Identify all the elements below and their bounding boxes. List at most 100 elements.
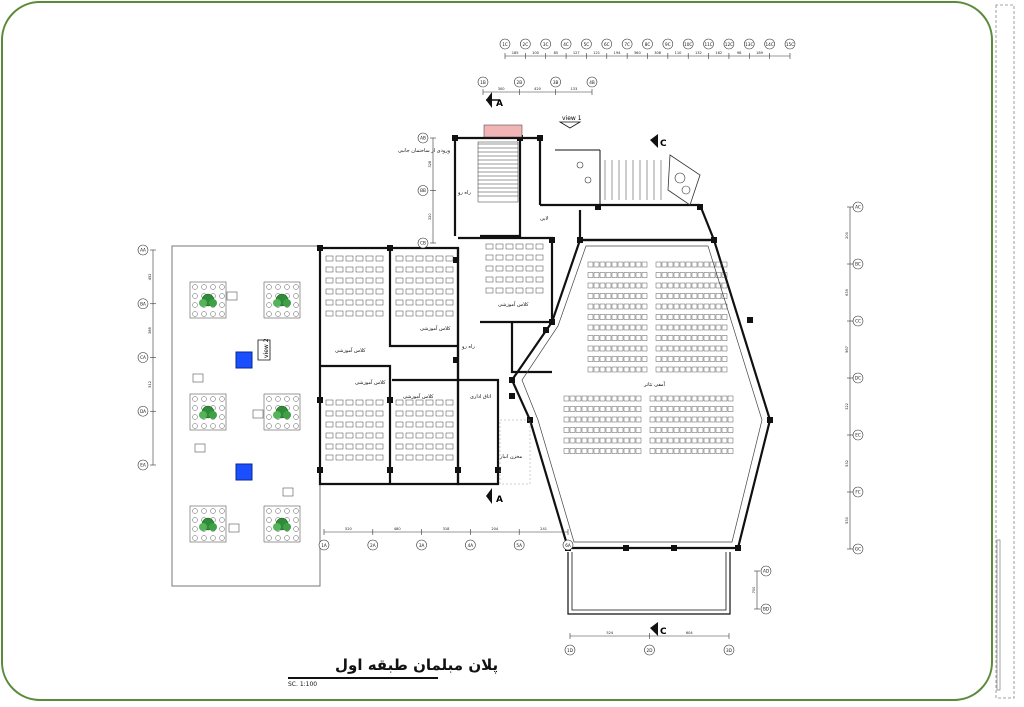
amphitheater-seat: [703, 437, 710, 444]
classroom-seat: [355, 288, 364, 295]
courtyard-stool: [201, 396, 207, 402]
amphitheater-seat: [611, 324, 618, 331]
amphitheater-seat: [617, 335, 624, 341]
amphitheater-seat: [715, 395, 722, 402]
amphitheater-seat: [685, 427, 692, 433]
grid-bubble: [137, 298, 149, 310]
amphitheater-seat: [703, 395, 710, 402]
structural-column: [595, 204, 601, 210]
classroom-seat: [435, 277, 444, 284]
amphitheater-seat: [691, 427, 698, 433]
amphitheater-seat: [587, 261, 594, 268]
classroom-seat: [445, 277, 454, 284]
amphitheater-seat: [617, 272, 624, 278]
amphitheater-seat: [635, 314, 642, 320]
amphitheater-seat: [691, 345, 698, 352]
amphitheater-seat: [709, 416, 716, 423]
grid-bubble: [520, 38, 531, 50]
classroom-seat: [395, 410, 404, 417]
classroom-seat: [525, 287, 534, 294]
amphitheater-seat: [605, 448, 612, 454]
amphitheater-seat: [635, 416, 642, 423]
classroom-seat: [395, 266, 404, 273]
amphitheater-seat: [587, 356, 594, 362]
amphitheater-seat: [715, 448, 722, 454]
amphitheater-row: [649, 437, 734, 444]
amphitheater-seat: [709, 406, 716, 412]
amphitheater-seat: [697, 282, 704, 289]
grid-label-top: 7C: [624, 42, 630, 47]
courtyard-stool: [219, 405, 225, 411]
dimension-value: 200: [845, 231, 849, 239]
amphitheater-seat: [575, 437, 582, 444]
amphitheater-seat: [629, 448, 636, 454]
grid-bubble: [760, 603, 772, 615]
classroom-seat: [405, 299, 414, 306]
amphitheater-seat: [655, 293, 662, 299]
structural-column: [697, 204, 703, 210]
amphitheater-seat: [593, 345, 600, 352]
courtyard-table: [189, 505, 227, 543]
grid-label-top: 11C: [704, 42, 712, 47]
amphitheater-seat: [673, 406, 680, 412]
courtyard-stool: [192, 517, 198, 523]
dimension-value: 185: [512, 51, 519, 55]
entry-steps: [604, 160, 662, 200]
courtyard-stool: [266, 405, 272, 411]
grid-bubble: [852, 315, 864, 327]
dimension-value: 204: [491, 527, 499, 531]
amphitheater-seat: [575, 416, 582, 423]
amphitheater-seat: [623, 293, 630, 299]
grid-label-bottom: 1A: [321, 543, 327, 548]
amphitheater-seat: [667, 324, 674, 331]
courtyard-stool: [219, 311, 225, 317]
classroom-seat: [345, 454, 354, 461]
amphitheater-seat: [581, 437, 588, 444]
amphitheater-seat: [617, 314, 624, 320]
classroom-seat: [525, 243, 534, 250]
courtyard-stool: [210, 396, 216, 402]
courtyard-stool: [266, 311, 272, 317]
structural-column: [453, 357, 459, 363]
amphitheater-seat: [721, 282, 728, 289]
amphitheater-row: [655, 272, 728, 278]
classroom-seat: [445, 255, 454, 262]
amphitheater-seat: [655, 448, 662, 454]
amphitheater-row: [587, 272, 648, 278]
grid-label-top: 15C: [786, 42, 794, 47]
amphitheater-seat: [641, 293, 648, 299]
amphitheater-seat: [623, 448, 630, 454]
structural-column: [543, 327, 549, 333]
amphitheater-seat: [691, 303, 698, 310]
amphitheater-seat: [599, 395, 606, 402]
amphitheater-seat: [587, 272, 594, 278]
amphitheater-seat: [721, 335, 728, 341]
amphitheater-seat: [611, 272, 618, 278]
amphitheater-seat: [673, 303, 680, 310]
amphitheater-seat: [655, 366, 662, 373]
courtyard-stool: [266, 508, 272, 514]
amphitheater-seat: [691, 272, 698, 278]
classroom-seat: [485, 265, 494, 272]
grid-label-lower: 3D: [726, 648, 732, 653]
classroom-seat: [345, 310, 354, 317]
amphitheater-seat: [715, 427, 722, 433]
amphitheater-seat: [593, 293, 600, 299]
amphitheater-seat: [605, 282, 612, 289]
classroom-seat: [525, 265, 534, 272]
amphitheater-seat: [697, 345, 704, 352]
amphitheater-seat: [563, 437, 570, 444]
amphitheater-seat: [685, 272, 692, 278]
courtyard-stool: [219, 508, 225, 514]
courtyard-stool: [293, 293, 299, 299]
grid-label-right: BC: [855, 262, 861, 267]
amphitheater-seat: [563, 395, 570, 402]
classroom-seat: [525, 254, 534, 261]
grid-bubble: [477, 76, 489, 88]
amphitheater-seat: [641, 282, 648, 289]
amphitheater-seat: [721, 303, 728, 310]
courtyard-stool: [192, 302, 198, 308]
structural-column: [317, 397, 323, 403]
svg-text:A: A: [496, 495, 503, 505]
classroom-seat: [325, 266, 334, 273]
